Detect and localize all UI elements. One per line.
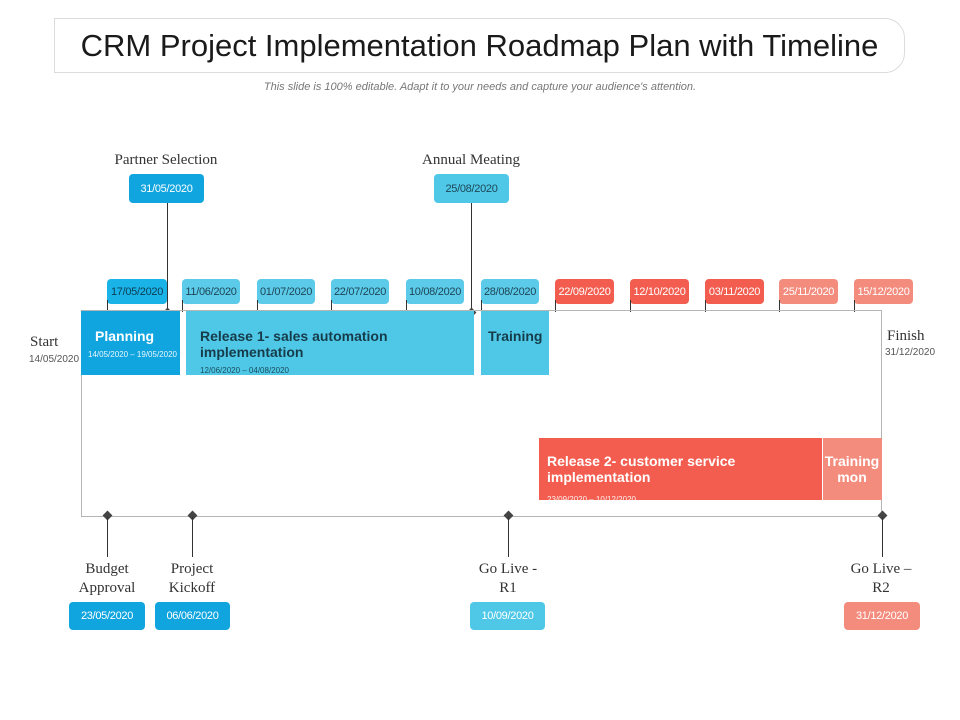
task-planning: Planning 14/05/2020 – 19/05/2020 bbox=[81, 311, 180, 375]
milestone-connector bbox=[882, 517, 883, 557]
timeline-date-box: 12/10/2020 bbox=[630, 279, 689, 304]
task-training-2: Training mon bbox=[823, 438, 882, 500]
timeline-date-box: 28/08/2020 bbox=[481, 279, 539, 304]
timeline-tick bbox=[779, 300, 780, 312]
task-release-1-dates: 12/06/2020 – 04/08/2020 bbox=[200, 366, 289, 375]
timeline-tick bbox=[406, 300, 407, 312]
timeline-date-box: 17/05/2020 bbox=[107, 279, 167, 304]
milestone-partner-selection-date: 31/05/2020 bbox=[129, 174, 204, 203]
finish-date: 31/12/2020 bbox=[885, 347, 936, 358]
timeline-tick bbox=[854, 300, 855, 312]
timeline-frame bbox=[81, 310, 882, 517]
milestone-go-live-r1-date: 10/09/2020 bbox=[470, 602, 545, 630]
milestone-label-line: Kickoff bbox=[168, 580, 216, 596]
milestone-label-line: R2 bbox=[872, 580, 890, 596]
timeline-date-box: 01/07/2020 bbox=[257, 279, 315, 304]
milestone-connector bbox=[508, 517, 509, 557]
milestone-label-line: Approval bbox=[78, 580, 136, 596]
timeline-date-box: 11/06/2020 bbox=[182, 279, 240, 304]
timeline-date-box: 03/11/2020 bbox=[705, 279, 764, 304]
milestone-connector bbox=[192, 517, 193, 557]
milestone-label-line: R1 bbox=[499, 580, 517, 596]
milestone-go-live-r1-label: Go Live - R1 bbox=[458, 560, 558, 598]
task-release-2-name: Release 2- customer service implementati… bbox=[547, 453, 736, 485]
task-release-1-name: Release 1- sales automation implementati… bbox=[200, 328, 388, 360]
milestone-connector bbox=[471, 203, 472, 313]
milestone-project-kickoff-label: Project Kickoff bbox=[142, 560, 242, 598]
timeline-tick bbox=[481, 300, 482, 312]
milestone-project-kickoff-date: 06/06/2020 bbox=[155, 602, 230, 630]
task-training-1-name: Training bbox=[488, 328, 543, 344]
milestone-label-line: Budget bbox=[85, 561, 129, 577]
finish-label: Finish bbox=[887, 328, 925, 344]
milestone-label-line: Go Live – bbox=[850, 561, 912, 577]
timeline-tick bbox=[705, 300, 706, 312]
subtitle: This slide is 100% editable. Adapt it to… bbox=[263, 81, 697, 93]
timeline-date-box: 22/09/2020 bbox=[555, 279, 614, 304]
timeline-tick bbox=[182, 300, 183, 312]
timeline-tick bbox=[257, 300, 258, 312]
timeline-tick bbox=[107, 300, 108, 312]
timeline-tick bbox=[555, 300, 556, 312]
milestone-annual-meeting-label: Annual Meating bbox=[422, 152, 520, 168]
timeline-date-box: 22/07/2020 bbox=[331, 279, 389, 304]
milestone-go-live-r2-date: 31/12/2020 bbox=[844, 602, 920, 630]
milestone-connector bbox=[167, 203, 168, 313]
task-training-2-name: Training mon bbox=[824, 453, 880, 485]
milestone-go-live-r2-label: Go Live – R2 bbox=[831, 560, 931, 598]
start-date: 14/05/2020 bbox=[29, 354, 80, 365]
task-release-2: Release 2- customer service implementati… bbox=[539, 438, 822, 504]
timeline-date-box: 25/11/2020 bbox=[779, 279, 838, 304]
milestone-label-line: Go Live - bbox=[478, 561, 538, 577]
timeline-date-box: 15/12/2020 bbox=[854, 279, 913, 304]
task-planning-dates: 14/05/2020 – 19/05/2020 bbox=[88, 350, 177, 359]
task-planning-name: Planning bbox=[95, 328, 155, 344]
timeline-tick bbox=[331, 300, 332, 312]
timeline-date-box: 10/08/2020 bbox=[406, 279, 464, 304]
milestone-label-line: Project bbox=[170, 561, 214, 577]
task-training-1: Training bbox=[481, 311, 549, 375]
task-release-1: Release 1- sales automation implementati… bbox=[186, 311, 474, 375]
milestone-annual-meeting-date: 25/08/2020 bbox=[434, 174, 509, 203]
timeline-tick bbox=[630, 300, 631, 312]
start-label: Start bbox=[30, 334, 59, 350]
milestone-budget-approval-label: Budget Approval bbox=[57, 560, 157, 598]
task-release-2-dates: 23/09/2020 – 10/12/2020 bbox=[547, 495, 636, 504]
milestone-partner-selection-label: Partner Selection bbox=[114, 152, 218, 168]
milestone-budget-approval-date: 23/05/2020 bbox=[69, 602, 145, 630]
milestone-connector bbox=[107, 517, 108, 557]
page-title: CRM Project Implementation Roadmap Plan … bbox=[54, 18, 905, 73]
